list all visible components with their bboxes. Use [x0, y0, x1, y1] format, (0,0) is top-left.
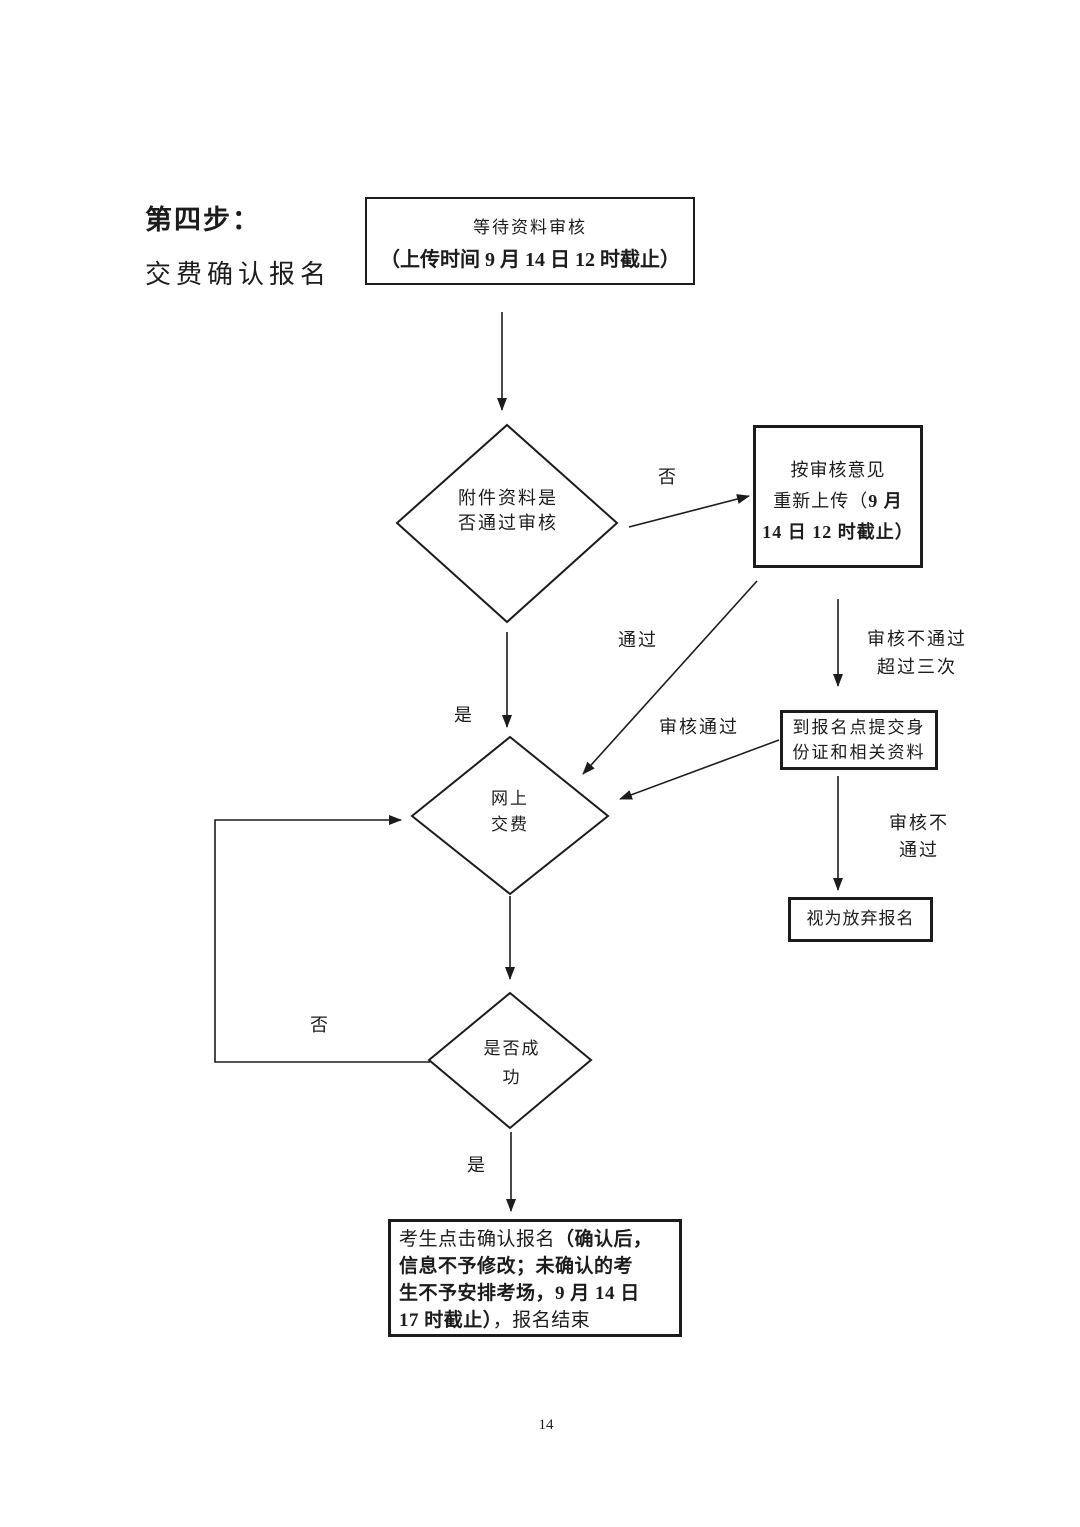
arrow-retry-loop — [214, 815, 430, 1063]
edge-label-fail-three-times: 审核不通过 超过三次 — [867, 629, 967, 677]
reupload-line2: 重新上传（9 月 — [773, 491, 903, 511]
arrow-submit-id-pass-to-pay — [619, 739, 780, 800]
submit-id-line2: 份证和相关资料 — [792, 743, 926, 762]
online-pay-line1: 网上 — [491, 789, 529, 808]
abandon-box: 视为放弃报名 — [788, 897, 933, 942]
success-check-text: 是否成 功 — [484, 1034, 541, 1092]
edge-label-pass: 通过 — [618, 630, 658, 650]
online-pay-line2: 交费 — [491, 815, 529, 834]
attachment-check-line1: 附件资料是 — [458, 488, 558, 508]
submit-id-box: 到报名点提交身 份证和相关资料 — [780, 710, 938, 770]
online-pay-text: 网上 交费 — [491, 786, 529, 838]
success-check-diamond — [427, 991, 593, 1130]
page-number: 14 — [538, 1417, 554, 1433]
edge-label-no-1: 否 — [658, 467, 678, 487]
edge-label-yes-1: 是 — [454, 705, 474, 725]
confirm-line4: 17 时截止），报名结束 — [399, 1310, 591, 1331]
online-pay-diamond — [410, 735, 610, 896]
wait-review-box: 等待资料审核 （上传时间 9 月 14 日 12 时截止） — [365, 197, 695, 285]
reupload-line3: 14 日 12 时截止） — [762, 522, 914, 542]
step-subtitle: 交费确认报名 — [145, 260, 332, 289]
confirm-line1: 考生点击确认报名（确认后， — [399, 1229, 653, 1250]
confirm-box: 考生点击确认报名（确认后， 信息不予修改；未确认的考 生不予安排考场，9 月 1… — [388, 1219, 682, 1337]
edge-label-review-fail: 审核不 通过 — [889, 813, 949, 860]
step-title: 第四步： — [145, 205, 261, 235]
reupload-box: 按审核意见 重新上传（9 月 14 日 12 时截止） — [753, 425, 923, 568]
edge-label-no-2: 否 — [310, 1015, 330, 1035]
reupload-line1: 按审核意见 — [790, 460, 886, 480]
success-check-line1: 是否成 — [483, 1039, 541, 1058]
edge-label-yes-2: 是 — [467, 1155, 487, 1175]
confirm-line3: 生不予安排考场，9 月 14 日 — [399, 1283, 640, 1304]
wait-review-line1: 等待资料审核 — [473, 218, 587, 237]
wait-review-line2: （上传时间 9 月 14 日 12 时截止） — [380, 249, 680, 271]
arrow-check-no-to-reupload — [628, 494, 750, 528]
confirm-line2: 信息不予修改；未确认的考 — [399, 1256, 634, 1277]
attachment-check-text: 附件资料是 否通过审核 — [458, 486, 558, 536]
success-check-line2: 功 — [502, 1068, 522, 1087]
attachment-check-diamond — [395, 423, 619, 624]
edge-label-review-pass: 审核通过 — [659, 717, 739, 737]
submit-id-line1: 到报名点提交身 — [792, 718, 926, 737]
attachment-check-line2: 否通过审核 — [458, 513, 558, 533]
arrow-reupload-pass-to-pay — [582, 580, 758, 775]
